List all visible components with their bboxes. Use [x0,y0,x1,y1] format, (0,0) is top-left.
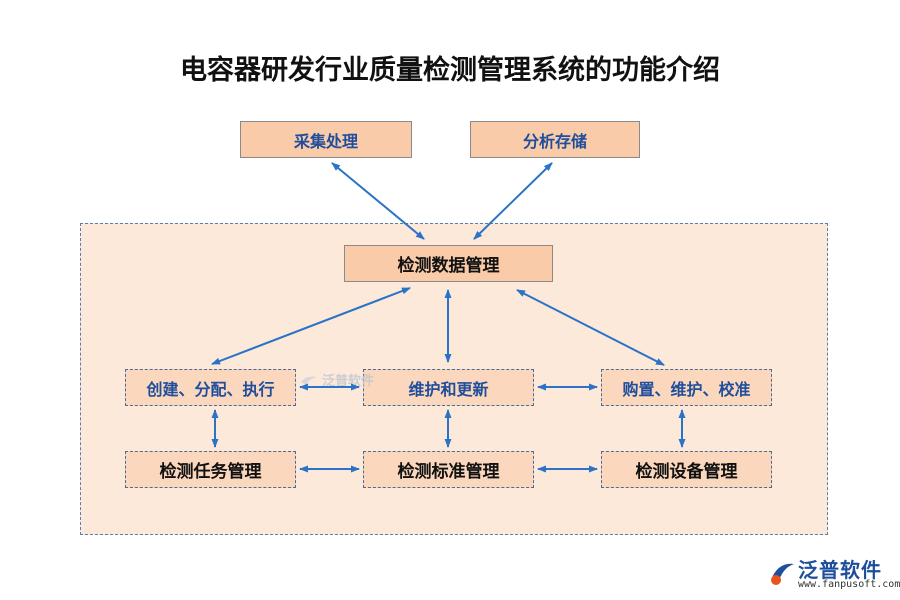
node-data-management: 检测数据管理 [344,245,553,282]
arrow-collect-data [331,162,425,240]
node-standard-management: 检测标准管理 [363,451,534,488]
node-create-label: 创建、分配、执行 [146,379,275,399]
node-task-management-label: 检测任务管理 [159,462,262,482]
node-equipment-management-label: 检测设备管理 [635,462,738,482]
node-purchase-label: 购置、维护、校准 [622,379,751,399]
arrow-data-create [211,287,411,365]
node-collect: 采集处理 [240,121,412,158]
arrow-analyze-data [473,162,553,240]
node-task-management: 检测任务管理 [125,451,296,488]
node-standard-management-label: 检测标准管理 [397,462,500,482]
node-equipment-management: 检测设备管理 [601,451,772,488]
brand-logo-name: 泛普软件 [798,558,882,582]
page-title: 电容器研发行业质量检测管理系统的功能介绍 [180,55,720,86]
watermark-logo-icon [300,374,318,386]
node-maintain: 维护和更新 [363,369,534,406]
node-analyze: 分析存储 [470,121,640,158]
node-create: 创建、分配、执行 [125,369,296,406]
brand-logo-url: www.fanpusoft.com [798,579,900,590]
node-maintain-label: 维护和更新 [408,379,489,399]
node-purchase: 购置、维护、校准 [601,369,772,406]
brand-logo-icon [771,563,794,585]
node-collect-label: 采集处理 [293,131,358,151]
node-analyze-label: 分析存储 [522,131,587,151]
node-data-management-label: 检测数据管理 [397,256,500,276]
brand-logo: 泛普软件 www.fanpusoft.com [768,554,900,594]
arrow-data-purchase [516,289,665,366]
